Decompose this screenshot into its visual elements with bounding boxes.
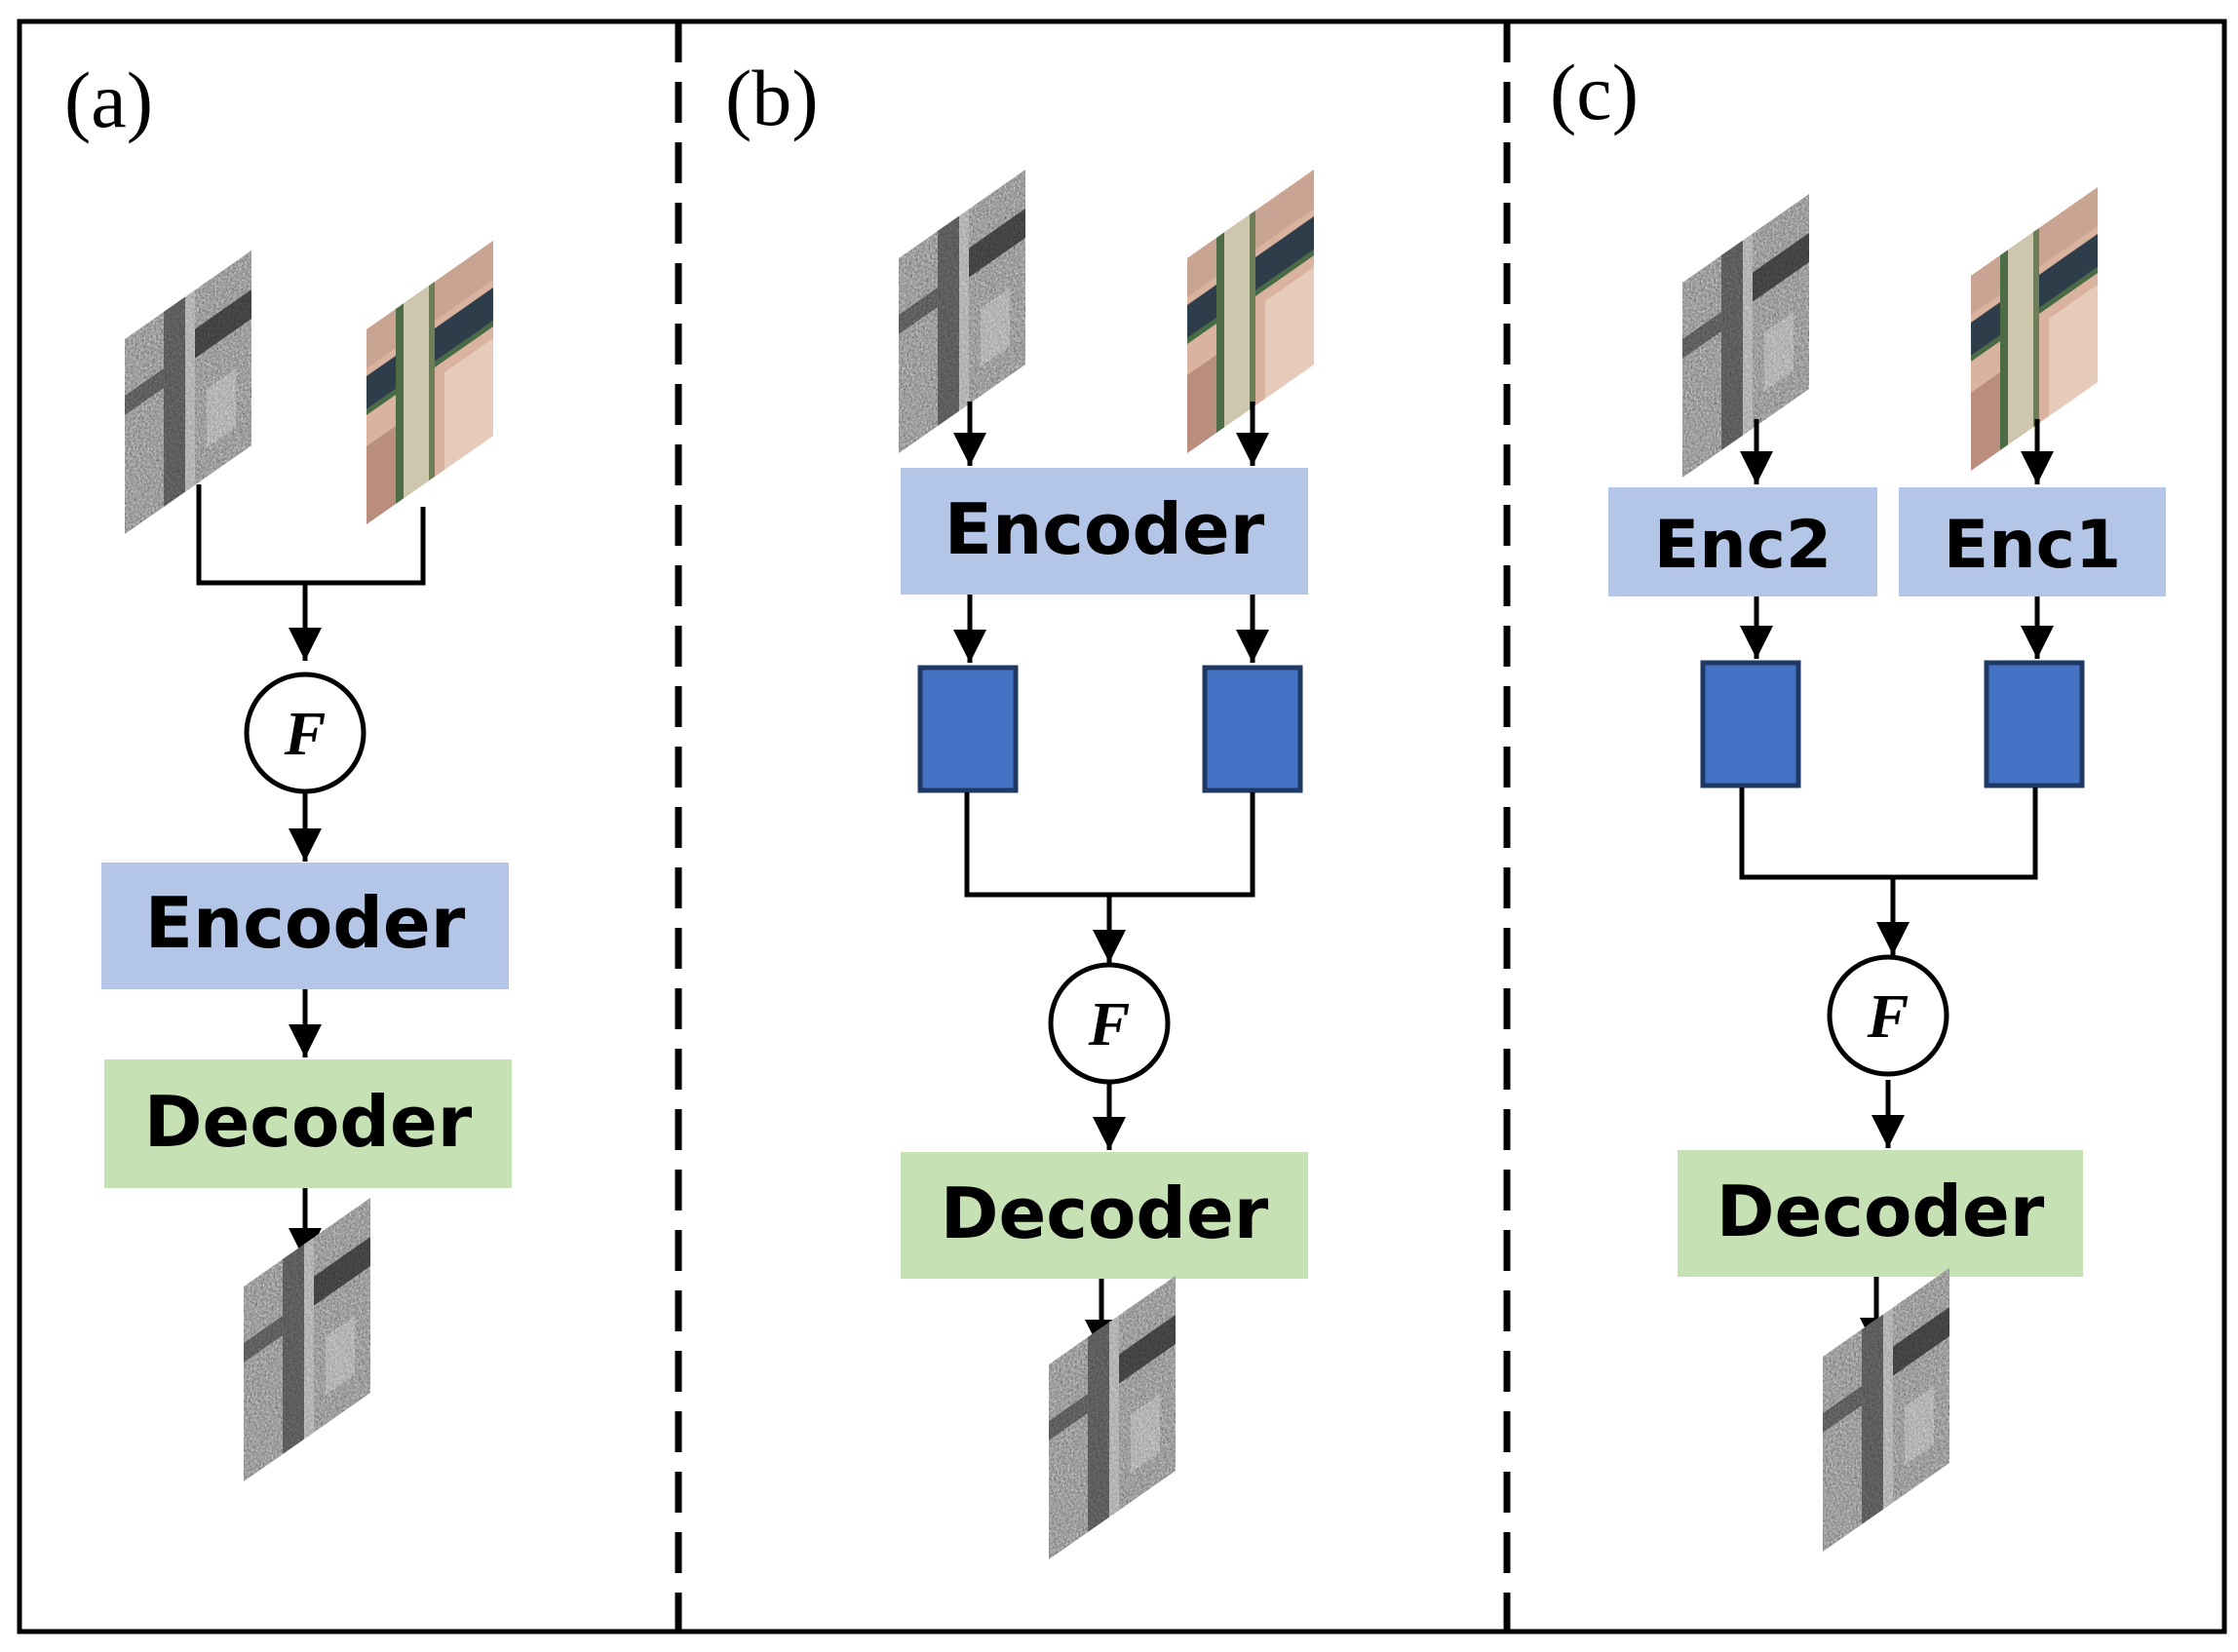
svg-text:Decoder: Decoder	[1717, 1171, 2045, 1252]
panel-c: (c) Enc2 Enc1 F Decoder	[1550, 48, 2166, 1552]
fusion-node: F	[1827, 954, 1949, 1077]
connector	[196, 484, 426, 586]
svg-text:Decoder: Decoder	[941, 1172, 1269, 1254]
output-image	[1823, 1268, 1949, 1552]
svg-text:Decoder: Decoder	[144, 1081, 473, 1163]
decoder-box: Decoder	[901, 1152, 1308, 1279]
output-image	[1049, 1276, 1176, 1559]
feature-map	[1984, 660, 2085, 788]
svg-text:Enc1: Enc1	[1944, 507, 2121, 584]
panel-label: (c)	[1550, 48, 1639, 136]
sar-input-image	[1682, 194, 1809, 478]
optical-input-image	[1971, 186, 2098, 471]
feature-map	[917, 665, 1019, 793]
svg-text:F: F	[284, 699, 327, 768]
fusion-node: F	[244, 672, 367, 794]
panel-label: (a)	[64, 56, 153, 144]
encoder-2-box: Enc2	[1608, 487, 1877, 596]
feature-map	[1700, 660, 1801, 788]
optical-input-image	[367, 240, 493, 524]
encoder-1-box: Enc1	[1899, 487, 2166, 596]
panel-a: (a) F Encoder Decoder	[64, 56, 512, 1481]
connector	[1739, 788, 2038, 880]
sar-input-image	[125, 250, 251, 534]
fusion-node: F	[1048, 962, 1171, 1085]
connector	[964, 792, 1255, 898]
feature-map	[1202, 665, 1303, 793]
svg-text:Encoder: Encoder	[145, 882, 466, 964]
sar-input-image	[899, 170, 1025, 453]
svg-text:F: F	[1867, 981, 1910, 1051]
encoder-box: Encoder	[101, 863, 509, 989]
decoder-box: Decoder	[1678, 1150, 2083, 1277]
outer-frame	[17, 19, 2227, 1634]
svg-text:F: F	[1088, 989, 1131, 1058]
svg-text:Enc2: Enc2	[1654, 507, 1832, 584]
decoder-box: Decoder	[104, 1059, 512, 1188]
panel-b: (b) Encoder F Decoder	[725, 54, 1314, 1559]
encoder-box: Encoder	[901, 468, 1308, 595]
panel-label: (b)	[725, 54, 819, 142]
svg-text:Encoder: Encoder	[945, 488, 1265, 570]
